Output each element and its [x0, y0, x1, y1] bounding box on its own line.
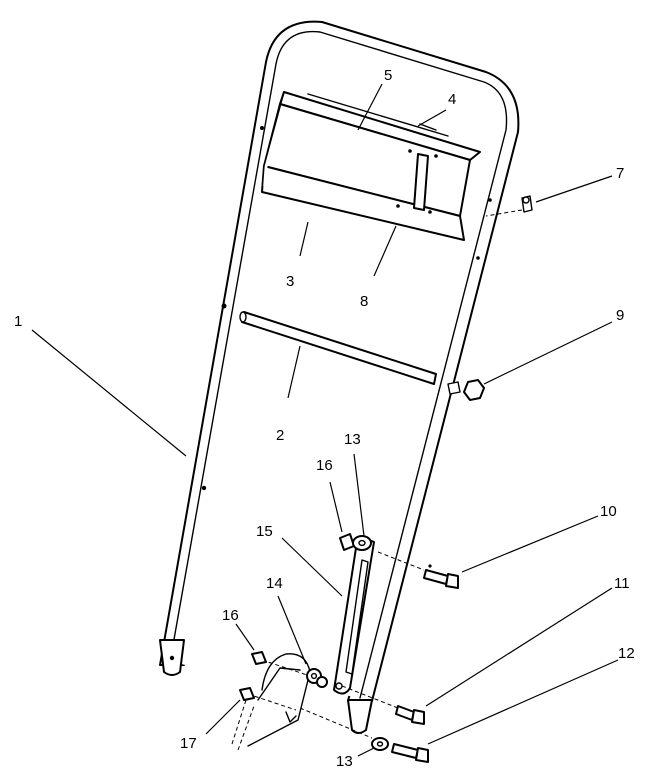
callout-12: 12	[618, 645, 635, 662]
callout-10: 10	[600, 503, 617, 520]
callout-14: 14	[266, 575, 283, 592]
control-panel-box	[261, 91, 481, 241]
callout-8: 8	[360, 293, 368, 310]
callout-15: 15	[256, 523, 273, 540]
bolt-12-washer-13	[299, 707, 429, 763]
callout-13-bottom: 13	[336, 753, 353, 770]
callout-4: 4	[448, 91, 456, 108]
callout-13-top: 13	[344, 431, 361, 448]
bolt-10	[377, 551, 459, 589]
callout-16-top: 16	[316, 457, 333, 474]
callout-labels: 1 2 3 4 5 7 8 9 10 11 12 13 13 14 15 16 …	[14, 67, 635, 770]
callout-9: 9	[616, 307, 624, 324]
leader-lines	[31, 83, 619, 757]
nut-9	[447, 379, 485, 401]
callout-2: 2	[276, 427, 284, 444]
top-nut-washer	[339, 533, 372, 551]
callout-3: 3	[286, 273, 294, 290]
callout-5: 5	[384, 67, 392, 84]
bolt-11	[341, 685, 425, 725]
callout-1: 1	[14, 313, 22, 330]
callout-11: 11	[614, 575, 630, 592]
callout-7: 7	[616, 165, 624, 182]
mower-bracket	[231, 651, 328, 751]
callout-17: 17	[180, 735, 197, 752]
small-bolt-7	[485, 195, 533, 217]
callout-16-bottom: 16	[222, 607, 239, 624]
cross-bar	[239, 311, 437, 385]
